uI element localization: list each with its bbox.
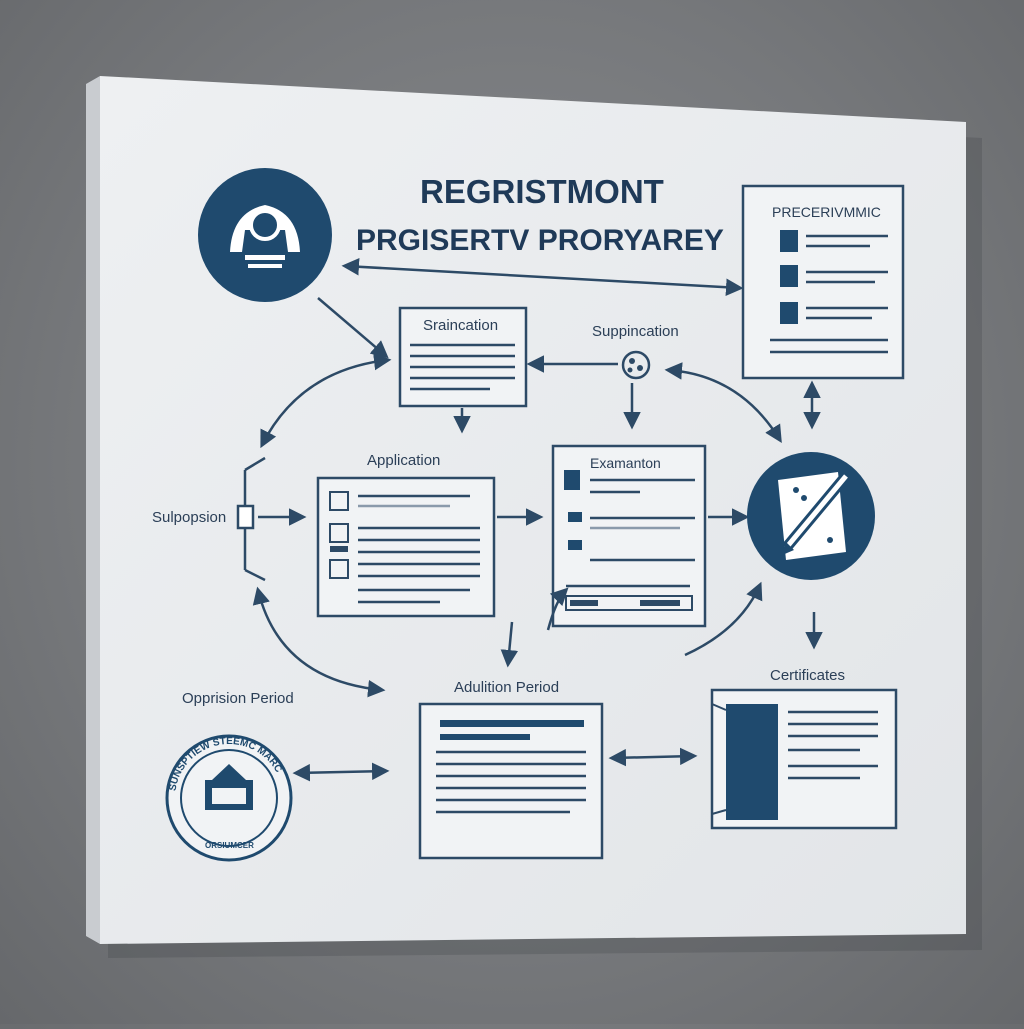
arrow-left-lower [252,586,386,698]
label-certificates: Certificates [770,667,845,684]
label-adulition-period: Adulition Period [454,679,559,696]
bracket-icon [236,456,266,582]
label-sulpopsion: Sulpopsion [152,509,226,526]
board-edge [86,76,100,944]
arrow-top [341,258,744,296]
svg-text:Sraincation: Sraincation [423,317,498,334]
panel-adulition-period [418,702,604,860]
arrow-left-upper [260,352,392,449]
panel-top-right: PRECERIVMMIC [741,184,905,380]
title-line1: REGRISTMONT [420,173,664,210]
arrow-app-down [500,621,519,668]
pen-icon [747,452,875,580]
arrow-exam-curve [546,587,569,631]
label-oppristion-period: Opprision Period [182,690,294,707]
user-icon [198,168,332,302]
svg-text:Examanton: Examanton [590,455,661,471]
panel-sraincation: Sraincation [398,306,528,408]
svg-text:ORSIUMCER: ORSIUMCER [205,841,254,850]
title-line2: PRGISERTV PRORYAREY [356,224,724,257]
arrow-to-pen-curve [684,581,763,657]
arrow-seal-to-adulition [292,762,390,782]
panel-examanton: Examanton [551,444,707,628]
panel-certificates [710,688,898,830]
gear-icon [621,350,651,380]
arrow-supp-to-pen [664,362,782,443]
label-application: Application [367,452,440,469]
seal-icon: SUNSPTIEW STEEMC MARC ORSIUMCER [165,734,293,862]
svg-text:PRECERIVMMIC: PRECERIVMMIC [772,204,881,220]
arrow-adulition-to-cert [608,747,698,767]
panel-application [316,476,496,618]
label-suppincation: Suppincation [592,323,679,340]
arrow-circle-to-sraincation [317,297,389,359]
